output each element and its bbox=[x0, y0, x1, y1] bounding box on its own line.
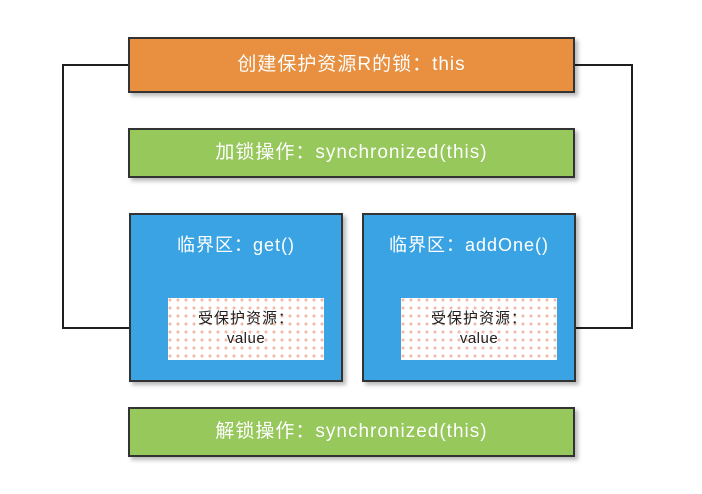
protected-resource-get: 受保护资源： value bbox=[168, 298, 324, 360]
connector-left-bottom-segment bbox=[62, 327, 155, 329]
connector-right-top-segment bbox=[573, 64, 633, 66]
node-critical-section-addone-label: 临界区：addOne() bbox=[388, 235, 550, 255]
protected-resource-get-value: value bbox=[226, 330, 266, 347]
node-lock-create-label: 创建保护资源R的锁：this bbox=[237, 53, 466, 75]
connector-left-vertical-segment bbox=[62, 64, 64, 329]
protected-resource-addone-title: 受保护资源： bbox=[430, 309, 527, 327]
connector-left-top-segment bbox=[62, 64, 130, 66]
node-lock-operation: 加锁操作：synchronized(this) bbox=[128, 128, 575, 178]
connector-right-bottom-segment bbox=[566, 327, 633, 329]
node-critical-section-addone: 临界区：addOne() 受保护资源： value bbox=[362, 213, 576, 382]
node-critical-section-get-label: 临界区：get() bbox=[176, 235, 295, 255]
protected-resource-addone: 受保护资源： value bbox=[401, 298, 557, 360]
connector-right-vertical-segment bbox=[631, 64, 633, 329]
node-unlock-operation-label: 解锁操作：synchronized(this) bbox=[215, 420, 488, 442]
node-lock-create: 创建保护资源R的锁：this bbox=[128, 37, 575, 93]
node-unlock-operation: 解锁操作：synchronized(this) bbox=[128, 407, 575, 457]
protected-resource-addone-value: value bbox=[459, 330, 499, 347]
node-critical-section-get: 临界区：get() 受保护资源： value bbox=[129, 213, 343, 382]
node-lock-operation-label: 加锁操作：synchronized(this) bbox=[215, 141, 488, 163]
protected-resource-get-title: 受保护资源： bbox=[197, 309, 294, 327]
